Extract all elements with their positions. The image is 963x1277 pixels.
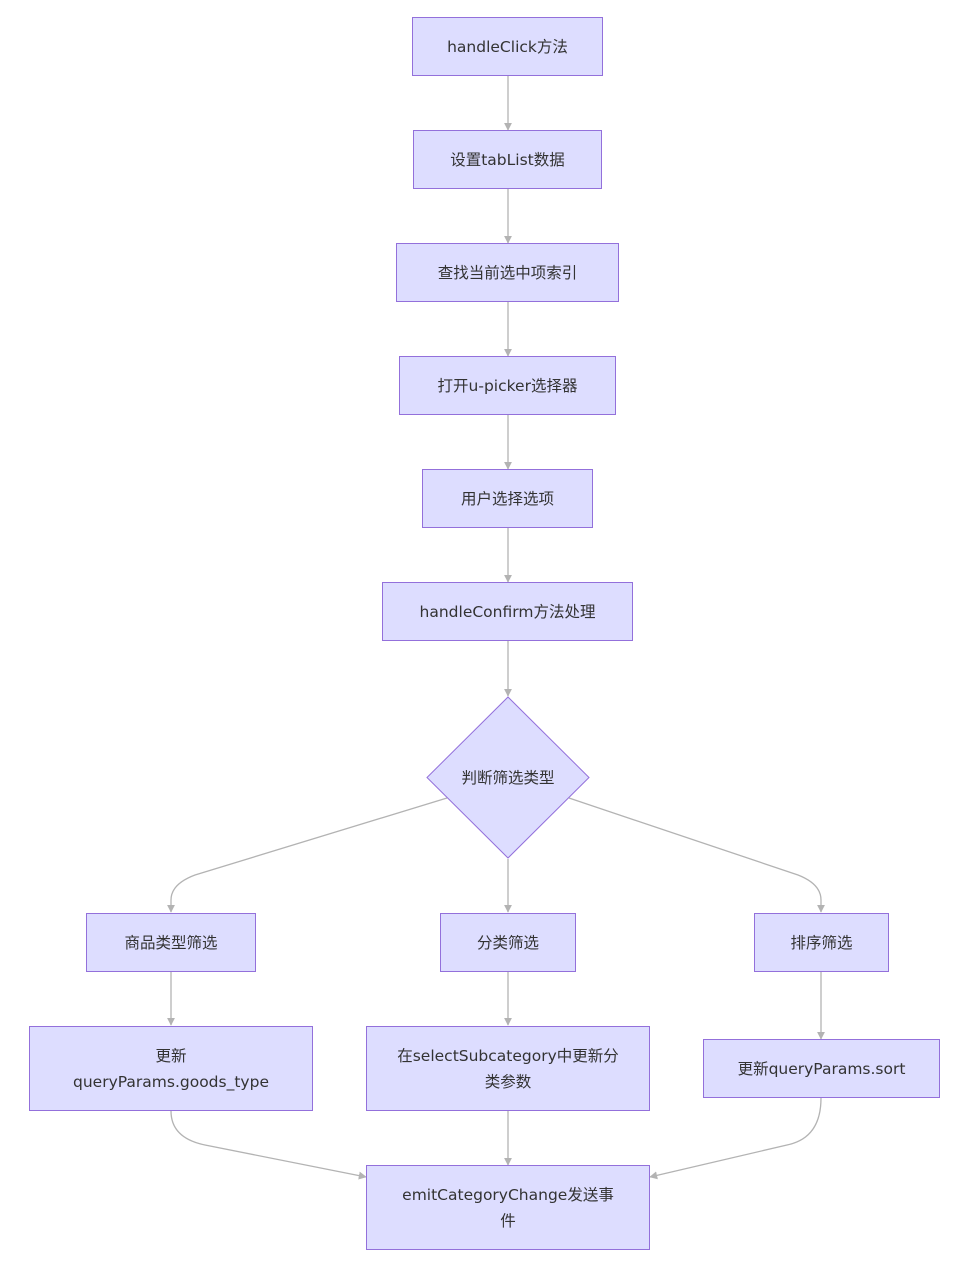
- node-category-filter: 分类筛选: [440, 913, 576, 972]
- node-set-tablist: 设置tabList数据: [413, 130, 602, 189]
- node-update-goods-type: 更新queryParams.goods_type: [29, 1026, 313, 1111]
- node-goods-type-filter: 商品类型筛选: [86, 913, 256, 972]
- node-sort-filter-label: 排序筛选: [790, 933, 853, 952]
- node-update-sort-label: 更新queryParams.sort: [737, 1059, 906, 1078]
- node-handle-click-label: handleClick方法: [447, 37, 568, 56]
- node-emit-change-label: emitCategoryChange发送事件: [402, 1185, 614, 1230]
- node-judge-type: 判断筛选类型: [426, 696, 590, 859]
- node-set-tablist-label: 设置tabList数据: [450, 150, 565, 169]
- node-judge-type-label: 判断筛选类型: [461, 768, 555, 787]
- node-user-select: 用户选择选项: [422, 469, 593, 528]
- node-handle-confirm-label: handleConfirm方法处理: [419, 602, 596, 621]
- node-open-picker-label: 打开u-picker选择器: [437, 376, 578, 395]
- node-handle-click: handleClick方法: [412, 17, 603, 76]
- edge-update-goods-type-to-emit-change: [170, 1110, 367, 1180]
- node-user-select-label: 用户选择选项: [460, 489, 554, 508]
- node-goods-type-filter-label: 商品类型筛选: [124, 933, 218, 952]
- node-update-goods-type-label: 更新queryParams.goods_type: [73, 1046, 269, 1091]
- node-update-subcategory: 在selectSubcategory中更新分类参数: [366, 1026, 650, 1111]
- node-emit-change: emitCategoryChange发送事件: [366, 1165, 650, 1250]
- node-update-subcategory-label: 在selectSubcategory中更新分类参数: [397, 1046, 619, 1091]
- node-find-index: 查找当前选中项索引: [396, 243, 619, 302]
- decision-diamond: [426, 696, 590, 859]
- node-handle-confirm: handleConfirm方法处理: [382, 582, 633, 641]
- node-find-index-label: 查找当前选中项索引: [437, 263, 578, 282]
- edge-judge-type-to-sort-filter: [568, 797, 825, 913]
- node-update-sort: 更新queryParams.sort: [703, 1039, 940, 1098]
- node-open-picker: 打开u-picker选择器: [399, 356, 616, 415]
- node-sort-filter: 排序筛选: [754, 913, 889, 972]
- edge-update-sort-to-emit-change: [649, 1097, 822, 1180]
- node-category-filter-label: 分类筛选: [476, 933, 539, 952]
- edge-judge-type-to-goods-type-filter: [167, 797, 448, 913]
